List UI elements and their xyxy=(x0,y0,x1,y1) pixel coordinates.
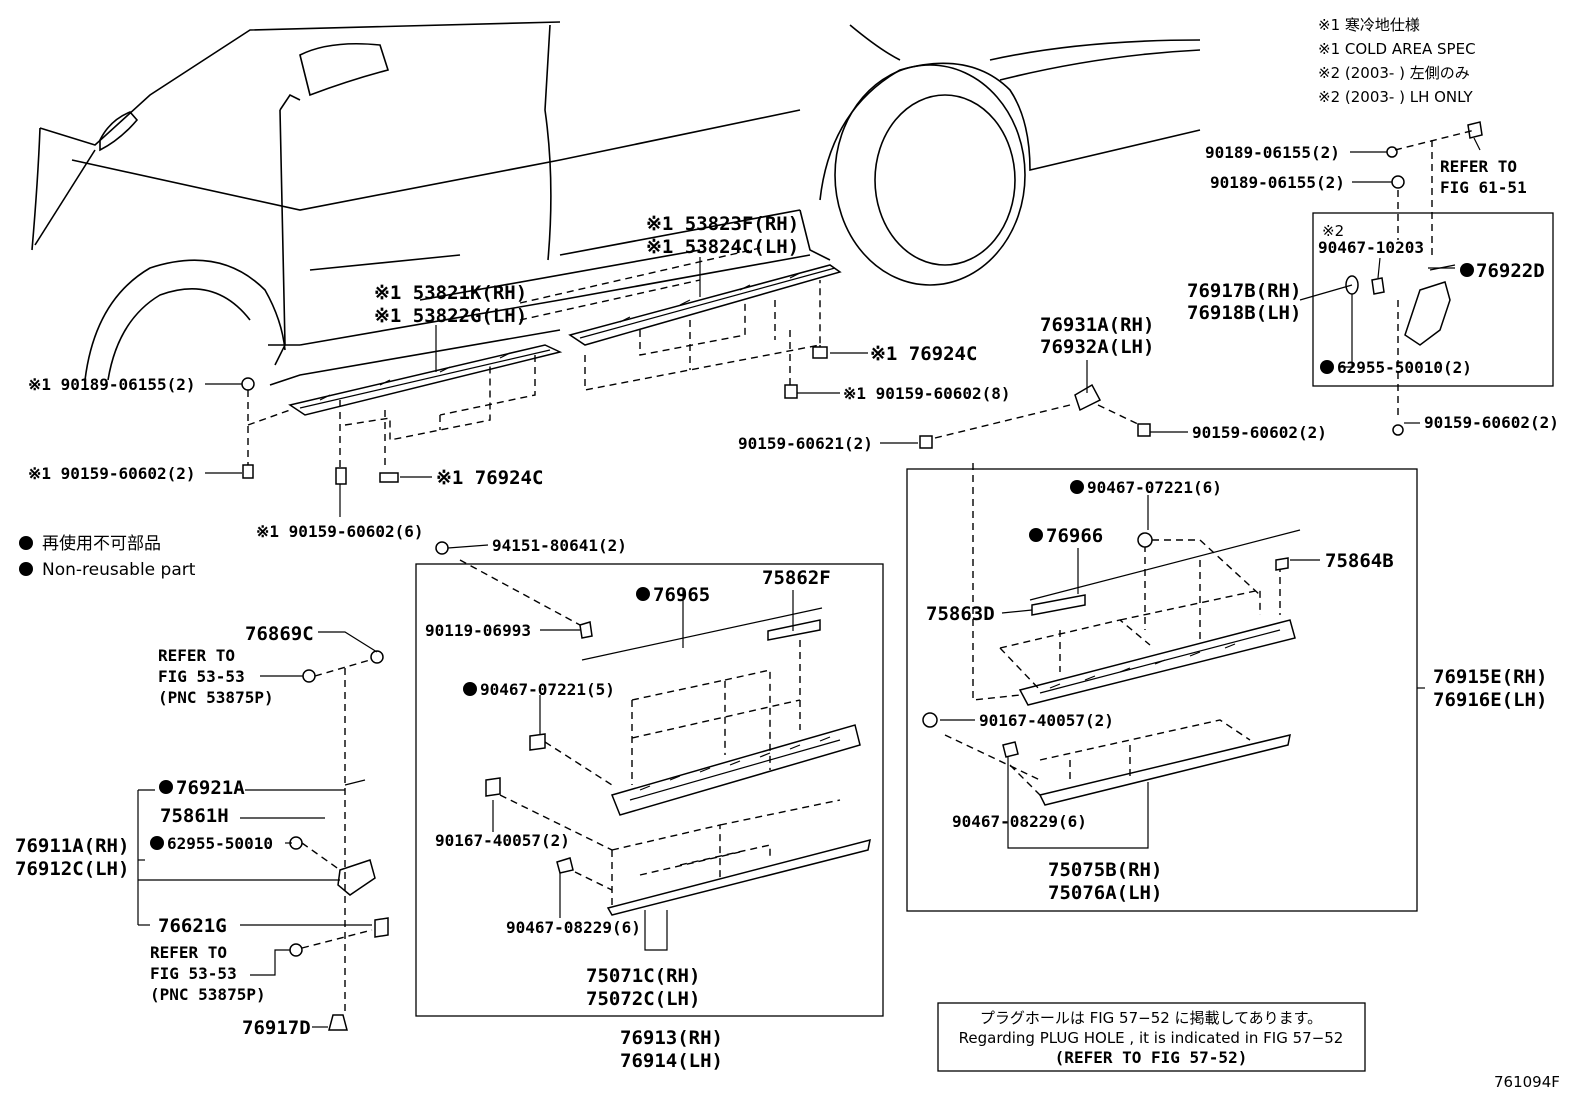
label-76932A: 76932A(LH) xyxy=(1040,336,1154,358)
dot-62955-l xyxy=(150,836,164,850)
legend: 再使用不可部品 Non-reusable part xyxy=(19,533,196,580)
label-75864B: 75864B xyxy=(1325,550,1394,572)
note-1-en: ※1 COLD AREA SPEC xyxy=(1318,40,1476,58)
label-76917B: 76917B(RH) xyxy=(1187,280,1301,302)
label-76869C: 76869C xyxy=(245,623,314,645)
label-90159-right: 90159-60602(2) xyxy=(1192,423,1327,442)
note-1-jp: ※1 寒冷地仕様 xyxy=(1318,16,1420,34)
label-75071C: 75071C(RH) xyxy=(586,965,700,987)
label-76914: 76914(LH) xyxy=(620,1050,723,1072)
label-90167-m: 90167-40057(2) xyxy=(435,831,570,850)
side-skirt-rear-group xyxy=(906,463,1418,912)
rocker-moulding-front xyxy=(288,344,563,416)
label-90159-60621: 90159-60621(2) xyxy=(738,434,873,453)
plug-note-jp: プラグホールは FIG 57−52 に掲載してあります。 xyxy=(980,1009,1322,1027)
plug-note-box: プラグホールは FIG 57−52 に掲載してあります。 Regarding P… xyxy=(937,1002,1366,1072)
label-53824C: ※1 53824C(LH) xyxy=(646,236,799,258)
label-76621G: 76621G xyxy=(158,915,227,937)
label-90189-r1: 90189-06155(2) xyxy=(1205,143,1340,162)
label-90189-r2: 90189-06155(2) xyxy=(1210,173,1345,192)
label-76924C-a: ※1 76924C xyxy=(436,467,543,489)
side-skirt-front-group xyxy=(415,541,884,1017)
part-labels: ※1 53823F(RH) ※1 53824C(LH) ※1 53821K(RH… xyxy=(15,143,1560,1091)
legend-jp: 再使用不可部品 xyxy=(42,533,161,554)
dot-76921A xyxy=(159,780,173,794)
label-90159-mid8: ※1 90159-60602(8) xyxy=(843,384,1011,403)
ref-53-53-top-c: (PNC 53875P) xyxy=(158,688,274,707)
label-62955-l: 62955-50010 xyxy=(167,834,273,853)
label-76915E: 76915E(RH) xyxy=(1433,666,1547,688)
dot-76965 xyxy=(636,587,650,601)
label-note2: ※2 xyxy=(1322,222,1344,240)
label-53823F: ※1 53823F(RH) xyxy=(646,213,799,235)
label-76911A: 76911A(RH) xyxy=(15,835,129,857)
label-94151: 94151-80641(2) xyxy=(492,536,627,555)
label-75861H: 75861H xyxy=(160,805,229,827)
dot-62955-r xyxy=(1320,360,1334,374)
label-90467-07221-6: 90467-07221(6) xyxy=(1087,478,1222,497)
label-53821K: ※1 53821K(RH) xyxy=(374,282,527,304)
label-90159-mid6: ※1 90159-60602(6) xyxy=(256,522,424,541)
spec-notes: ※1 寒冷地仕様 ※1 COLD AREA SPEC ※2 (2003- ) 左… xyxy=(1318,16,1476,106)
label-76912C: 76912C(LH) xyxy=(15,858,129,880)
legend-dot-en xyxy=(19,562,33,576)
ref-53-53-bot-b: FIG 53-53 xyxy=(150,964,237,983)
label-76918B: 76918B(LH) xyxy=(1187,302,1301,324)
dot-90467-07221-5 xyxy=(463,682,477,696)
legend-dot-jp xyxy=(19,536,33,550)
label-53822G: ※1 53822G(LH) xyxy=(374,305,527,327)
ref-61-51-b: FIG 61-51 xyxy=(1440,178,1527,197)
label-90159-left: ※1 90159-60602(2) xyxy=(28,464,196,483)
label-76966: 76966 xyxy=(1046,525,1103,547)
ref-53-53-bot-c: (PNC 53875P) xyxy=(150,985,266,1004)
label-76916E: 76916E(LH) xyxy=(1433,689,1547,711)
label-90159-far: 90159-60602(2) xyxy=(1424,413,1559,432)
note-2-en: ※2 (2003- ) LH ONLY xyxy=(1318,88,1474,106)
note-2-jp: ※2 (2003- ) 左側のみ xyxy=(1318,64,1470,82)
dot-76966 xyxy=(1029,528,1043,542)
plug-note-en: Regarding PLUG HOLE , it is indicated in… xyxy=(959,1029,1344,1047)
figure-code: 761094F xyxy=(1494,1073,1560,1091)
dot-90467-07221-6 xyxy=(1070,480,1084,494)
dot-76922D xyxy=(1460,263,1474,277)
rocker-moulding-rear xyxy=(568,264,842,346)
label-90467-07221-5: 90467-07221(5) xyxy=(480,680,615,699)
label-90167-r: 90167-40057(2) xyxy=(979,711,1114,730)
label-75863D: 75863D xyxy=(926,603,995,625)
car-body-outline xyxy=(31,21,1201,386)
label-76931A: 76931A(RH) xyxy=(1040,314,1154,336)
label-75076A: 75076A(LH) xyxy=(1048,882,1162,904)
clip-icons-top xyxy=(241,346,1151,485)
ref-53-53-top-b: FIG 53-53 xyxy=(158,667,245,686)
label-62955-r: 62955-50010(2) xyxy=(1337,358,1472,377)
label-76913: 76913(RH) xyxy=(620,1027,723,1049)
moulding-dashed-leaders xyxy=(247,247,821,470)
label-90467-08229-r: 90467-08229(6) xyxy=(952,812,1087,831)
label-75075B: 75075B(RH) xyxy=(1048,859,1162,881)
ref-53-53-bot-a: REFER TO xyxy=(150,943,227,962)
leader-lines xyxy=(205,137,1481,1028)
ref-61-51-a: REFER TO xyxy=(1440,157,1517,176)
label-76922D: 76922D xyxy=(1476,260,1545,282)
label-76924C-b: ※1 76924C xyxy=(870,343,977,365)
label-76921A: 76921A xyxy=(176,777,245,799)
mudguard-rear-group xyxy=(1312,121,1554,436)
plug-note-ref: (REFER TO FIG 57-52) xyxy=(1055,1048,1248,1067)
label-90467-08229-m: 90467-08229(6) xyxy=(506,918,641,937)
label-75862F: 75862F xyxy=(762,567,831,589)
label-90189-left: ※1 90189-06155(2) xyxy=(28,375,196,394)
mudguard-front-group xyxy=(137,650,389,1031)
legend-en: Non-reusable part xyxy=(42,560,196,580)
label-90467-10203: 90467-10203 xyxy=(1318,238,1424,257)
label-76965: 76965 xyxy=(653,584,710,606)
label-90119: 90119-06993 xyxy=(425,621,531,640)
label-76917D: 76917D xyxy=(242,1017,311,1039)
label-75072C: 75072C(LH) xyxy=(586,988,700,1010)
ref-53-53-top-a: REFER TO xyxy=(158,646,235,665)
